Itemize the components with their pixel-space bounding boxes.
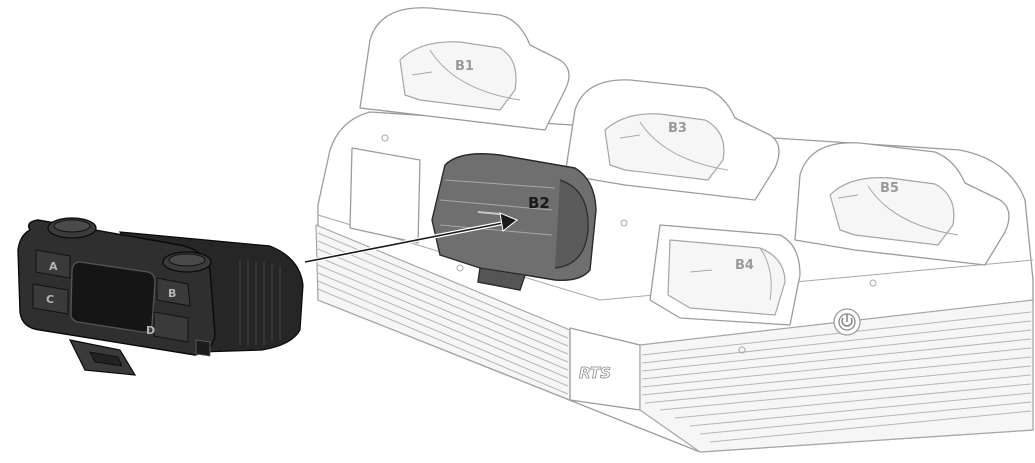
key-d-label: D bbox=[146, 324, 155, 337]
slot-b3: B3 bbox=[564, 79, 780, 227]
power-icon bbox=[841, 314, 853, 327]
key-a-label: A bbox=[49, 260, 58, 273]
beltpack-display bbox=[70, 261, 156, 333]
slot-b4: B4 bbox=[649, 224, 801, 354]
key-b-button[interactable]: B bbox=[156, 277, 191, 307]
key-d-button[interactable]: D bbox=[146, 311, 189, 343]
slot-b3-label: B3 bbox=[668, 121, 687, 136]
slot-b4-label: B4 bbox=[735, 258, 754, 273]
key-c-label: C bbox=[46, 293, 54, 306]
key-c-button[interactable]: C bbox=[32, 283, 69, 315]
insertion-arrow bbox=[304, 212, 518, 264]
slot-b1: B1 bbox=[359, 7, 570, 142]
slot-b1-label: B1 bbox=[455, 59, 474, 74]
slot-b2-label: B2 bbox=[528, 194, 550, 212]
key-a-button[interactable]: A bbox=[35, 249, 71, 279]
display-window bbox=[349, 147, 421, 244]
key-b-label: B bbox=[168, 287, 176, 300]
power-button[interactable] bbox=[833, 308, 861, 336]
slot-b5: B5 bbox=[794, 142, 1010, 287]
vent-grille-right bbox=[639, 299, 1034, 453]
beltpack-device: A C B D bbox=[17, 217, 304, 376]
brand-badge: RTS bbox=[569, 327, 641, 411]
brand-logo: RTS bbox=[579, 364, 611, 382]
slot-b5-label: B5 bbox=[880, 181, 899, 196]
